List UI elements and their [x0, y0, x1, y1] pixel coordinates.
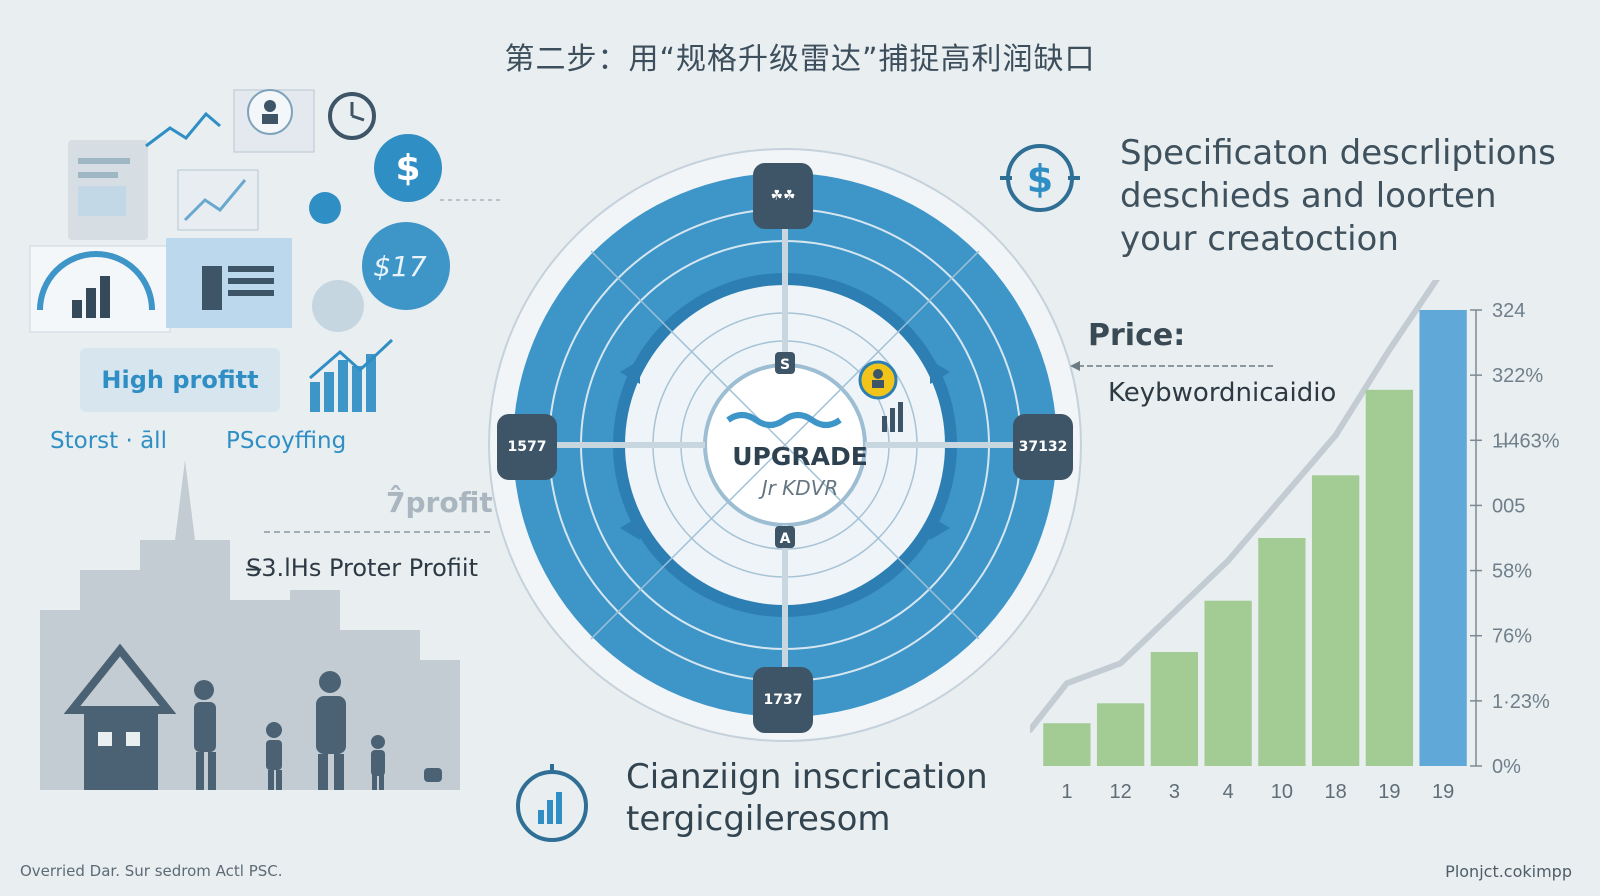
radar-node-left-label: 1577	[507, 439, 547, 455]
marker-top-text: S	[780, 357, 790, 373]
y-tick-label: 76%	[1492, 626, 1532, 648]
high-profit-card: High profitt	[80, 348, 280, 412]
page-title: 第二步：用“规格升级雷达”捕捉高利润缺口	[504, 42, 1096, 77]
trend-arrow	[1030, 280, 1441, 733]
price-arrow	[1070, 361, 1276, 371]
store-label: Storst · āll	[50, 428, 167, 454]
arrow-icon	[930, 516, 950, 540]
arrow-icon	[620, 360, 640, 384]
radar-node-top-label: ☘☘	[770, 188, 796, 204]
price-label: Price:	[1088, 318, 1186, 353]
gear-icon	[312, 280, 364, 332]
x-tick-label: 4	[1223, 781, 1234, 803]
bar	[1365, 389, 1414, 766]
arrow-icon	[930, 360, 950, 384]
radar-node-right-label: 37132	[1018, 439, 1068, 455]
proter-profit-label: S̶3.lHs Proter Profiit	[246, 554, 478, 582]
marker-bottom-text: A	[780, 531, 791, 547]
radar-center-title: UPGRADE	[732, 442, 868, 471]
x-tick-label: 18	[1325, 781, 1347, 803]
pie-icon	[309, 192, 341, 224]
y-tick-label: 005	[1492, 495, 1525, 517]
wave-icon	[726, 412, 842, 428]
x-tick-label: 10	[1271, 781, 1293, 803]
radar-node-right[interactable]: 37132	[1013, 414, 1073, 480]
dollar-gear-large-icon	[362, 222, 450, 310]
radar-node-bottom[interactable]: 1737	[753, 667, 813, 733]
radar-node-bottom-label: 1737	[763, 692, 803, 708]
x-tick-label: 19	[1432, 781, 1454, 803]
radar-node-top[interactable]: ☘☘	[753, 163, 813, 229]
specification-text: Specificaton descrliptions deschieds and…	[1120, 133, 1556, 259]
y-tick-label: 1̶ǀ463%	[1492, 430, 1560, 452]
mini-bars-icon	[882, 416, 887, 432]
bar	[1043, 723, 1091, 766]
profit-label: 7̂profit	[386, 486, 493, 519]
mini-bar-chart-icon	[310, 382, 320, 412]
x-tick-label: 3	[1169, 781, 1180, 803]
dollar-target-icon: $	[1000, 144, 1080, 212]
left-illustration: $ $17	[29, 89, 500, 790]
bar	[1419, 310, 1467, 766]
svg-text:$: $	[1027, 157, 1053, 201]
x-tick-label: 12	[1110, 781, 1132, 803]
radar-node-left[interactable]: 1577	[497, 414, 557, 480]
bar	[1096, 703, 1145, 766]
campaign-text: Cianziign inscrication tergicgileresom	[626, 756, 988, 840]
bar	[1150, 652, 1199, 766]
y-tick-label: 1·23%	[1492, 691, 1550, 713]
bar	[1311, 475, 1360, 766]
footer-right: Plonjct.cokimpp	[1445, 862, 1572, 881]
footer-left: Overried Dar. Sur sedrom Actl PSC.	[20, 862, 283, 880]
psc-label: PScoyffing	[226, 428, 347, 454]
y-tick-label: 0%	[1492, 756, 1521, 778]
family-silhouette	[194, 671, 442, 790]
bar-target-icon	[516, 764, 588, 842]
arrow-icon	[620, 516, 640, 540]
campaign-line-1: Cianziign inscrication	[626, 757, 988, 797]
chart-card-icon	[177, 169, 259, 231]
x-tick-label: 19	[1378, 781, 1400, 803]
bar	[1258, 538, 1306, 766]
dollar-gear-icon	[374, 134, 442, 202]
growth-bar-chart: 1 12 3 4 10 18 19 19 0% 1·23% 76% 58% 005 1̶ǀ463% 322%…	[1030, 280, 1560, 803]
high-profit-label: High profitt	[101, 366, 259, 394]
bar	[1204, 600, 1252, 766]
dollar-badge-2-text: $17	[373, 250, 427, 283]
y-tick-label: 58%	[1492, 561, 1532, 583]
trend-line-icon	[145, 111, 221, 148]
clock-icon	[328, 92, 376, 140]
y-tick-label: 322%	[1492, 365, 1543, 387]
dollar-badge-1-text: $	[395, 148, 420, 189]
y-tick-label: 324	[1492, 300, 1525, 322]
x-tick-label: 1	[1061, 781, 1072, 803]
upgrade-radar: S A	[488, 148, 1082, 742]
radar-center-subtitle: Jr KDVR	[761, 476, 839, 500]
campaign-line-2: tergicgileresom	[626, 799, 891, 839]
keyword-label: Keybwordnicaidio	[1108, 378, 1337, 408]
